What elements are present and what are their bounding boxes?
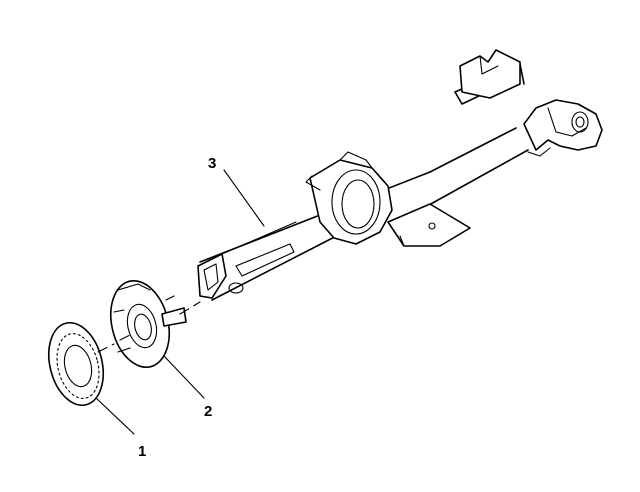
callout-1: 1 — [138, 443, 146, 460]
leader-line-3 — [223, 169, 265, 227]
washer — [48, 321, 104, 407]
assembly-centerline — [97, 301, 201, 353]
retainer-ring — [110, 279, 187, 369]
callout-2: 2 — [204, 403, 212, 420]
callout-3: 3 — [208, 155, 216, 172]
leader-line-1 — [95, 397, 135, 435]
steering-column-jacket — [197, 49, 603, 301]
leader-line-2 — [163, 355, 205, 399]
